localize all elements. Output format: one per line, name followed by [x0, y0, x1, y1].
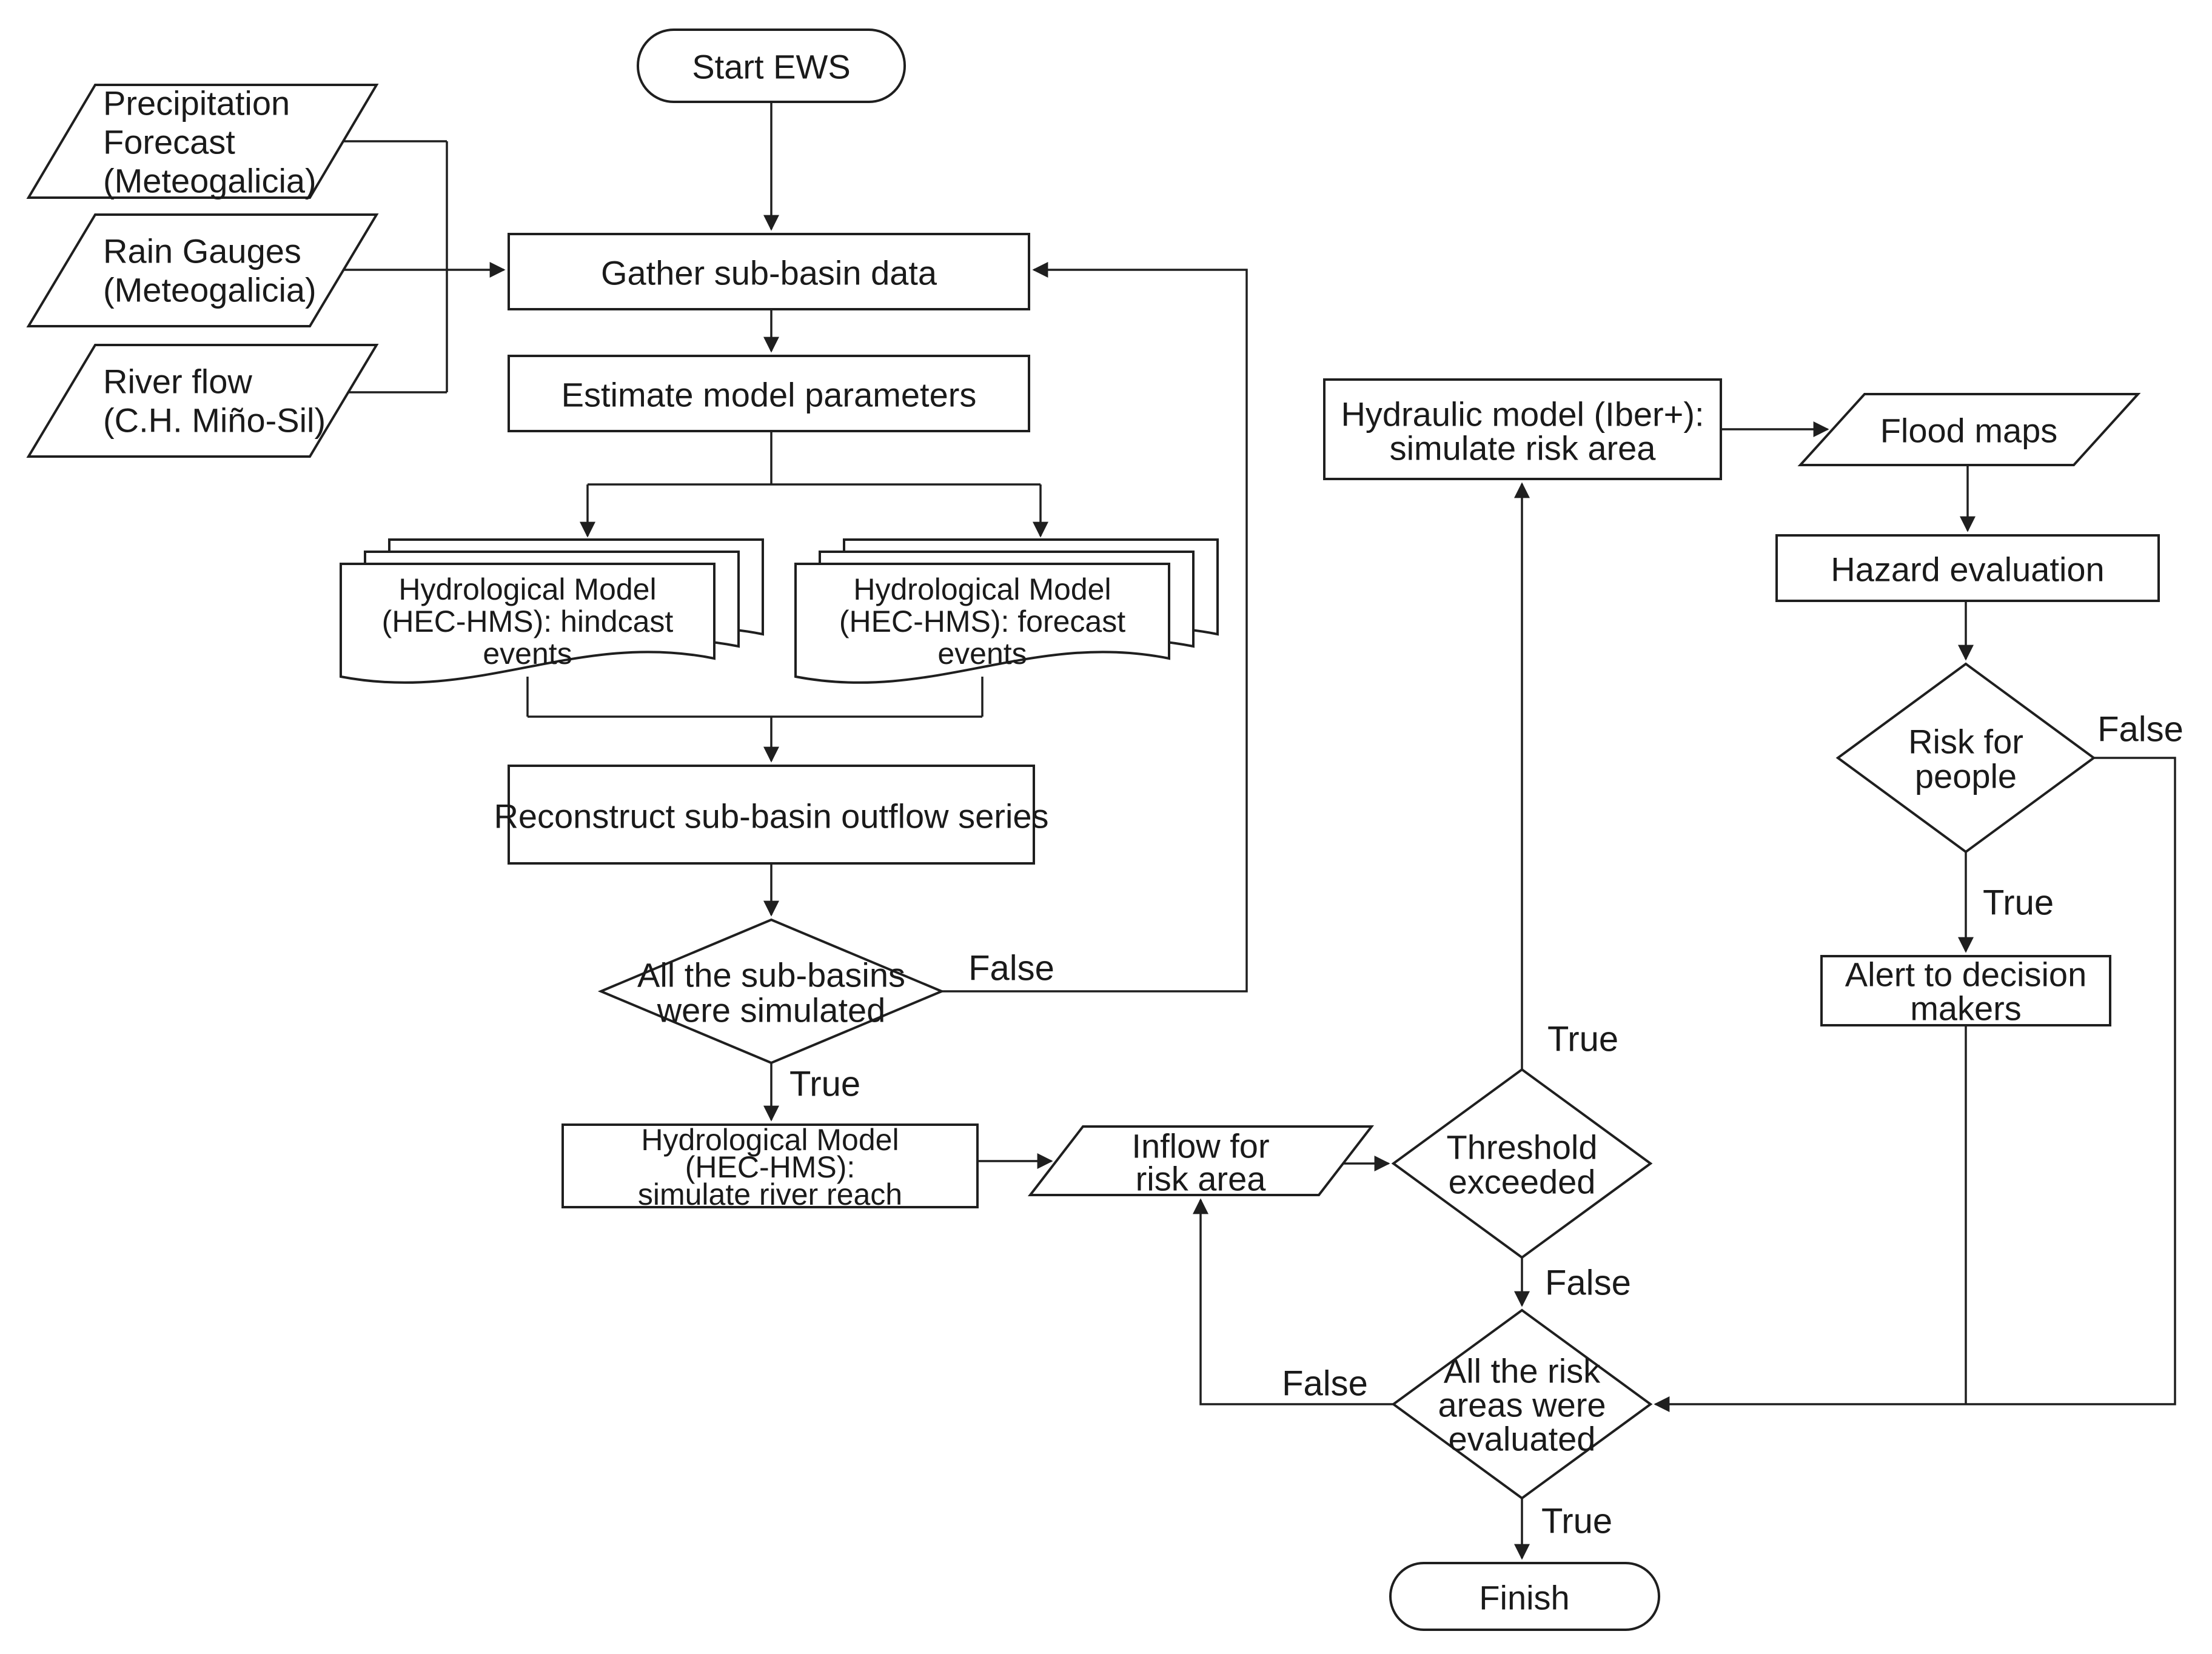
node-forecast-documents: Hydrological Model (HEC-HMS): forecast e…	[794, 538, 1219, 684]
areas-false-label: False	[1282, 1364, 1368, 1404]
node-hydraulic: Hydraulic model (Iber+): simulate risk a…	[1323, 378, 1722, 480]
gather-process-shape	[508, 233, 1030, 310]
rain-gauges-parallelogram-shape	[26, 213, 379, 327]
forecast-label-line2: (HEC-HMS): forecast	[839, 604, 1125, 638]
node-subbasins-decision: All the sub-basins were simulated	[597, 918, 945, 1065]
forecast-document-front-shape	[794, 563, 1170, 684]
simulate-reach-label-line2: (HEC-HMS):	[685, 1150, 856, 1184]
areas-decision-label-line2: areas were	[1438, 1386, 1606, 1424]
areas-true-label: True	[1541, 1502, 1612, 1541]
risk-decision-diamond-shape	[1835, 662, 2096, 854]
hindcast-document-front-shape	[340, 563, 716, 684]
risk-true-label: True	[1983, 883, 2054, 923]
rain-gauges-label-line2: (Meteogalicia)	[103, 271, 317, 309]
river-flow-label-line1: River flow	[103, 363, 252, 401]
hazard-process-shape	[1775, 534, 2160, 602]
hydraulic-process-shape	[1323, 378, 1722, 480]
risk-decision-label-line1: Risk for	[1908, 723, 2023, 761]
node-flood-maps: Flood maps	[1797, 393, 2141, 466]
subbasins-decision-label-line1: All the sub-basins	[637, 956, 905, 994]
node-rain-gauges: Rain Gauges (Meteogalicia)	[26, 213, 379, 327]
precipitation-parallelogram-shape	[26, 84, 379, 199]
edge-areas-false-inflow	[1193, 1198, 1393, 1405]
node-inflow: Inflow for risk area	[1027, 1125, 1375, 1198]
rain-gauges-label-line1: Rain Gauges	[103, 232, 301, 270]
river-flow-parallelogram-shape	[26, 344, 379, 458]
node-river-flow: River flow (C.H. Miño-Sil)	[26, 344, 379, 458]
hydraulic-label-line1: Hydraulic model (Iber+):	[1341, 395, 1704, 434]
node-estimate: Estimate model parameters	[508, 355, 1030, 432]
threshold-decision-label-line2: exceeded	[1449, 1163, 1596, 1201]
hazard-label: Hazard evaluation	[1831, 551, 2104, 589]
finish-terminator-shape	[1389, 1562, 1660, 1631]
node-precipitation-forecast: Precipitation Forecast (Meteogalicia)	[26, 84, 379, 200]
hydraulic-label-line2: simulate risk area	[1390, 429, 1657, 467]
flood-maps-label: Flood maps	[1880, 412, 2058, 450]
threshold-decision-label-line1: Threshold	[1446, 1128, 1597, 1167]
precipitation-label-line2: Forecast	[103, 123, 235, 161]
node-reconstruct: Reconstruct sub-basin outflow series	[494, 765, 1049, 865]
estimate-label: Estimate model parameters	[561, 376, 977, 414]
inflow-label-line1: Inflow for	[1131, 1127, 1269, 1165]
node-finish: Finish	[1389, 1562, 1660, 1631]
start-terminator-shape	[637, 28, 906, 103]
hindcast-label-line2: (HEC-HMS): hindcast	[382, 604, 674, 638]
start-label: Start EWS	[692, 48, 850, 86]
subbasins-true-label: True	[789, 1065, 860, 1104]
alert-label-line1: Alert to decision	[1845, 956, 2086, 994]
threshold-false-label: False	[1545, 1264, 1631, 1303]
gather-label: Gather sub-basin data	[601, 254, 937, 292]
simulate-reach-process-shape	[561, 1123, 979, 1208]
inflow-parallelogram-shape	[1027, 1125, 1375, 1196]
hindcast-label-line3: events	[483, 637, 572, 671]
subbasins-false-label: False	[968, 949, 1054, 988]
risk-false-label: False	[2097, 710, 2184, 749]
alert-label-line2: makers	[1910, 989, 2022, 1028]
forecast-label-line1: Hydrological Model	[853, 572, 1111, 606]
inflow-label-line2: risk area	[1136, 1160, 1267, 1198]
node-hazard: Hazard evaluation	[1775, 534, 2160, 602]
simulate-reach-label-line1: Hydrological Model	[641, 1123, 899, 1157]
node-threshold-decision: Threshold exceeded	[1391, 1068, 1653, 1259]
reconstruct-label: Reconstruct sub-basin outflow series	[494, 797, 1048, 835]
areas-decision-diamond-shape	[1391, 1308, 1653, 1500]
finish-label: Finish	[1479, 1579, 1569, 1617]
risk-decision-label-line2: people	[1915, 757, 2017, 795]
node-simulate-reach: Hydrological Model (HEC-HMS): simulate r…	[561, 1123, 979, 1211]
node-gather: Gather sub-basin data	[508, 233, 1030, 310]
estimate-process-shape	[508, 355, 1030, 432]
precipitation-label-line1: Precipitation	[103, 84, 290, 122]
hindcast-label-line1: Hydrological Model	[398, 572, 656, 606]
branch-labels: False True True False False True False T…	[789, 710, 2184, 1541]
subbasins-decision-diamond-shape	[597, 918, 945, 1065]
forecast-label-line3: events	[937, 637, 1027, 671]
threshold-decision-diamond-shape	[1391, 1068, 1653, 1259]
threshold-true-label: True	[1547, 1020, 1618, 1059]
node-hindcast-documents: Hydrological Model (HEC-HMS): hindcast e…	[340, 538, 764, 684]
edge-subbasins-false-loop	[942, 262, 1248, 993]
connectors	[343, 102, 2176, 1560]
subbasins-decision-label-line2: were simulated	[657, 991, 886, 1030]
alert-process-shape	[1820, 955, 2111, 1026]
node-risk-decision: Risk for people	[1835, 662, 2096, 854]
flood-maps-parallelogram-shape	[1797, 393, 2141, 466]
node-start: Start EWS	[637, 28, 906, 103]
areas-decision-label-line3: evaluated	[1449, 1420, 1596, 1458]
reconstruct-process-shape	[508, 765, 1035, 865]
precipitation-label-line3: (Meteogalicia)	[103, 162, 317, 200]
river-flow-label-line2: (C.H. Miño-Sil)	[103, 401, 326, 440]
node-alert: Alert to decision makers	[1820, 955, 2111, 1028]
areas-decision-label-line1: All the risk	[1444, 1352, 1601, 1390]
node-areas-decision: All the risk areas were evaluated	[1391, 1308, 1653, 1500]
simulate-reach-label-line3: simulate river reach	[638, 1177, 902, 1211]
edge-risk-false-areas	[1654, 757, 2176, 1412]
